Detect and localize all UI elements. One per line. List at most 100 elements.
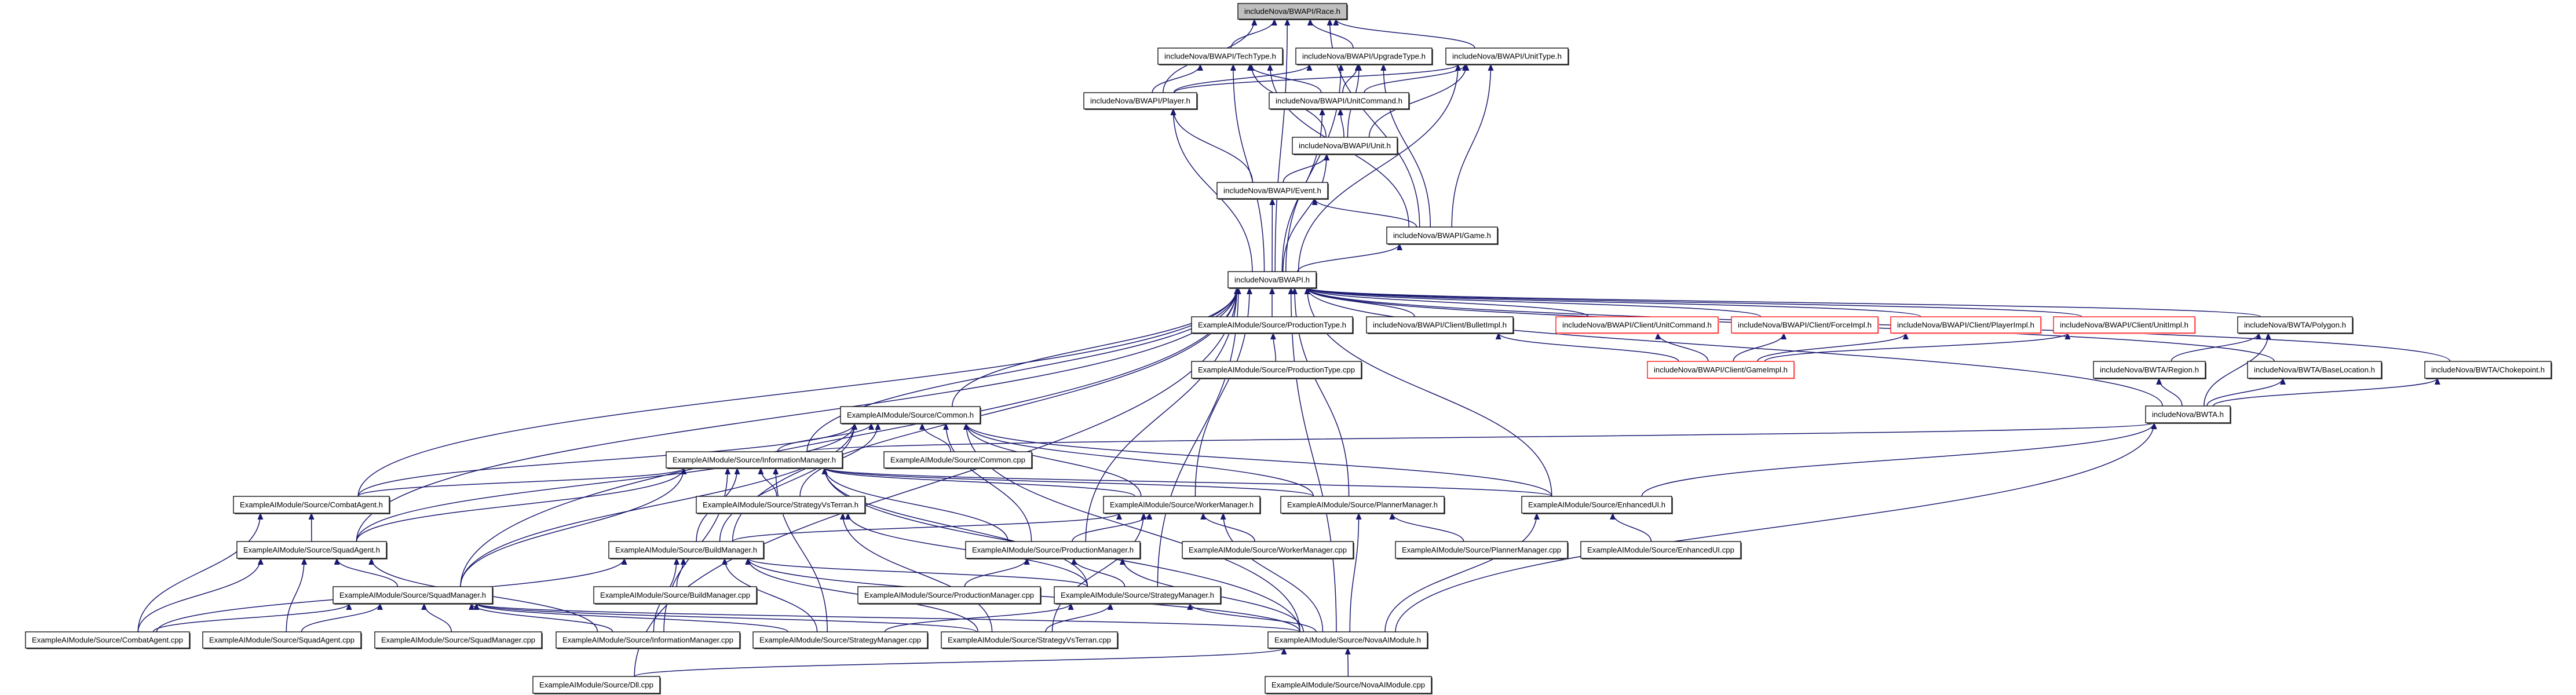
edge-arrow — [822, 467, 1552, 497]
node-label: ExampleAIModule/Source/SquadManager.h — [339, 591, 486, 599]
graph-node[interactable]: ExampleAIModule/Source/StrategyVsTerran.… — [941, 631, 1119, 649]
edge-arrow — [964, 558, 1030, 587]
edge-arrow — [357, 287, 1240, 497]
node-label: ExampleAIModule/Source/NovaAIModule.h — [1274, 636, 1421, 645]
node-box — [1292, 137, 1398, 155]
graph-node[interactable]: ExampleAIModule/Source/InformationManage… — [556, 631, 741, 649]
edge-arrow — [1333, 19, 1475, 49]
edge-arrow — [1344, 648, 1351, 677]
graph-node[interactable]: includeNova/BWAPI/UpgradeType.h — [1295, 47, 1433, 65]
graph-node[interactable]: includeNova/BWTA/Region.h — [2093, 361, 2206, 379]
graph-node[interactable]: ExampleAIModule/Source/SquadManager.cpp — [374, 631, 543, 649]
graph-node[interactable]: ExampleAIModule/Source/SquadAgent.cpp — [202, 631, 362, 649]
edge-arrow — [1200, 513, 1255, 542]
graph-node[interactable]: ExampleAIModule/Source/PlannerManager.h — [1280, 496, 1445, 514]
graph-node[interactable]: includeNova/BWAPI/Client/UnitCommand.h — [1555, 316, 1719, 334]
graph-node[interactable]: includeNova/BWAPI/Unit.h — [1292, 137, 1398, 155]
node-box — [883, 451, 1032, 469]
graph-node[interactable]: ExampleAIModule/Source/ProductionType.cp… — [1191, 361, 1362, 379]
graph-node[interactable]: ExampleAIModule/Source/ProductionType.h — [1191, 316, 1354, 334]
edge-arrow — [943, 423, 1032, 542]
graph-node[interactable]: ExampleAIModule/Source/StrategyManager.h — [1054, 586, 1222, 605]
node-box — [2145, 405, 2231, 423]
node-label: includeNova/BWTA/Region.h — [2100, 365, 2199, 374]
graph-node[interactable]: ExampleAIModule/Source/Dll.cpp — [532, 676, 661, 694]
graph-node[interactable]: includeNova/BWTA/Chokepoint.h — [2424, 361, 2552, 379]
graph-node[interactable]: includeNova/BWAPI/TechType.h — [1157, 47, 1284, 65]
edge-arrow — [732, 287, 1240, 542]
graph-node[interactable]: ExampleAIModule/Source/WorkerManager.cpp — [1182, 541, 1354, 559]
node-label: ExampleAIModule/Source/Dll.cpp — [539, 681, 653, 689]
graph-node[interactable]: ExampleAIModule/Source/SquadAgent.h — [236, 541, 388, 559]
graph-node[interactable]: ExampleAIModule/Source/WorkerManager.h — [1103, 496, 1261, 514]
graph-node[interactable]: includeNova/BWAPI/UnitType.h — [1445, 47, 1569, 65]
graph-node[interactable]: ExampleAIModule/Source/Common.cpp — [883, 451, 1033, 469]
edge-arrow — [1174, 64, 1461, 93]
graph-node[interactable]: ExampleAIModule/Source/CombatAgent.cpp — [25, 631, 191, 649]
graph-node[interactable]: ExampleAIModule/Source/SquadManager.h — [332, 586, 494, 605]
node-box — [2093, 361, 2206, 379]
graph-node[interactable]: ExampleAIModule/Source/EnhancedUI.cpp — [1580, 541, 1742, 559]
graph-node[interactable]: includeNova/BWAPI/Game.h — [1386, 226, 1499, 245]
edge-arrow — [1338, 108, 1344, 138]
graph-node[interactable]: ExampleAIModule/Source/PlannerManager.cp… — [1395, 541, 1569, 559]
graph-node[interactable]: includeNova/BWAPI/Client/GameImpl.h — [1647, 361, 1795, 379]
edge-arrow — [821, 467, 1009, 542]
edge-arrow — [460, 467, 687, 587]
graph-node[interactable]: includeNova/BWAPI/Client/UnitImpl.h — [2053, 316, 2196, 334]
node-label: includeNova/BWAPI/Unit.h — [1299, 141, 1391, 150]
graph-node[interactable]: ExampleAIModule/Source/EnhancedUI.h — [1521, 496, 1673, 514]
edge-arrow — [1384, 513, 1540, 632]
graph-node-focus[interactable]: includeNova/BWAPI/Race.h — [1237, 3, 1348, 20]
edge-arrow — [1305, 287, 1589, 317]
node-label: ExampleAIModule/Source/ProductionType.cp… — [1198, 365, 1355, 374]
edge-arrow — [460, 287, 1240, 587]
edge-arrow — [356, 423, 858, 542]
edge-arrow — [1304, 287, 1415, 317]
graph-node[interactable]: includeNova/BWAPI.h — [1227, 271, 1317, 289]
graph-node[interactable]: ExampleAIModule/Source/ProductionManager… — [857, 586, 1042, 605]
node-box — [2247, 361, 2382, 379]
graph-node[interactable]: ExampleAIModule/Source/StrategyVsTerran.… — [696, 496, 866, 514]
edge-arrow — [152, 603, 352, 632]
graph-node[interactable]: ExampleAIModule/Source/CombatAgent.h — [233, 496, 390, 514]
graph-node[interactable]: ExampleAIModule/Source/StrategyManager.c… — [752, 631, 929, 649]
graph-node[interactable]: ExampleAIModule/Source/BuildManager.h — [608, 541, 765, 559]
graph-node[interactable]: includeNova/BWAPI/Client/ForceImpl.h — [1731, 316, 1879, 334]
node-label: ExampleAIModule/Source/SquadAgent.h — [243, 546, 380, 554]
node-box — [840, 406, 981, 424]
node-label: ExampleAIModule/Source/ProductionType.h — [1198, 321, 1346, 330]
node-box — [1237, 3, 1347, 20]
node-box — [374, 631, 542, 649]
edge-arrow — [1187, 603, 1317, 632]
node-box — [1580, 541, 1741, 559]
edge-arrow — [1270, 332, 1277, 362]
node-box — [1083, 92, 1197, 109]
graph-node[interactable]: ExampleAIModule/Source/Common.h — [840, 406, 981, 425]
graph-node[interactable]: ExampleAIModule/Source/NovaAIModule.h — [1267, 631, 1428, 649]
graph-node[interactable]: ExampleAIModule/Source/ProductionManager… — [965, 541, 1141, 559]
graph-node[interactable]: includeNova/BWAPI/Event.h — [1216, 182, 1329, 200]
graph-node[interactable]: includeNova/BWAPI/Client/PlayerImpl.h — [1890, 316, 2042, 334]
graph-node[interactable]: ExampleAIModule/Source/NovaAIModule.cpp — [1265, 676, 1433, 694]
node-label: ExampleAIModule/Source/SquadAgent.cpp — [209, 636, 355, 645]
edge-arrow — [1395, 422, 2157, 632]
edge-arrow — [356, 467, 687, 542]
graph-node[interactable]: includeNova/BWAPI/Client/BulletImpl.h — [1366, 316, 1514, 334]
graph-node[interactable]: ExampleAIModule/Source/InformationManage… — [666, 451, 843, 469]
graph-node[interactable]: includeNova/BWTA/Polygon.h — [2237, 316, 2354, 334]
node-label: ExampleAIModule/Source/BuildManager.cpp — [600, 591, 750, 599]
graph-node[interactable]: includeNova/BWAPI/Player.h — [1083, 92, 1198, 110]
node-box — [857, 586, 1041, 604]
graph-node[interactable]: includeNova/BWTA/BaseLocation.h — [2247, 361, 2383, 379]
graph-node[interactable]: includeNova/BWAPI/UnitCommand.h — [1269, 92, 1410, 110]
edge-layer — [137, 19, 2451, 677]
edge-arrow — [773, 467, 828, 632]
node-box — [1647, 361, 1795, 379]
edge-arrow — [821, 467, 1088, 587]
edge-arrow — [821, 467, 1135, 497]
graph-node[interactable]: ExampleAIModule/Source/BuildManager.cpp — [593, 586, 758, 605]
graph-node[interactable]: includeNova/BWTA.h — [2145, 405, 2231, 424]
edge-arrow — [821, 467, 1314, 497]
node-box — [233, 496, 390, 514]
